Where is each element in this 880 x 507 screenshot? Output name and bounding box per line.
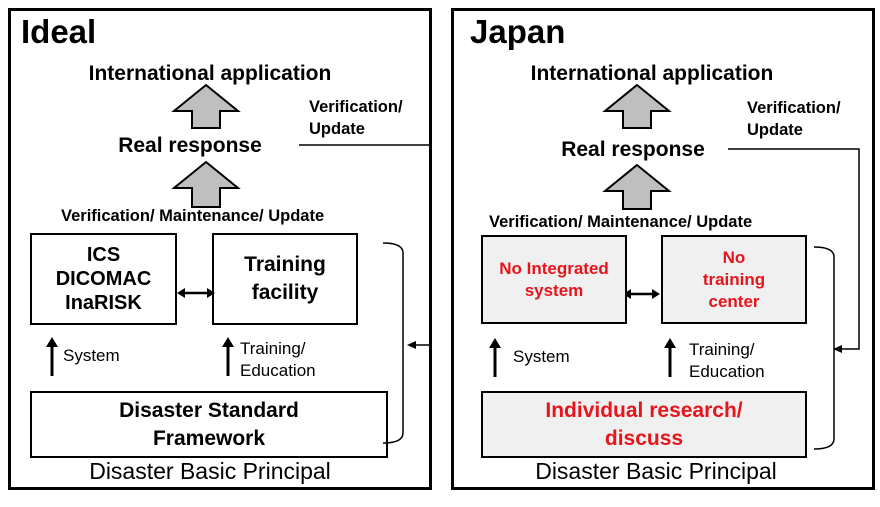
- japan-individual-research-box: Individual research/ discuss: [481, 391, 807, 458]
- ideal-verification-update: Verification/ Update: [309, 98, 403, 138]
- japan-verification-maintenance-update: Verification/ Maintenance/ Update: [489, 213, 753, 231]
- japan-feedback-arrowhead: [833, 345, 842, 353]
- japan-verification-update: Verification/ Update: [747, 99, 841, 139]
- japan-arrows: [489, 83, 860, 450]
- japan-heading: Japan: [470, 13, 566, 50]
- japan-international-application: International application: [530, 62, 774, 85]
- ideal-framework-box: Disaster Standard Framework: [30, 391, 388, 458]
- ideal-verification-maintenance-update: Verification/ Maintenance/ Update: [61, 207, 325, 225]
- japan-real-response: Real response: [561, 138, 705, 161]
- japan-basic-principal: Disaster Basic Principal: [535, 458, 777, 484]
- ideal-system-label: System: [63, 346, 120, 365]
- ideal-system-box: ICS DICOMAC InaRISK: [30, 233, 177, 325]
- ideal-real-response: Real response: [118, 134, 262, 157]
- ideal-up-arrow-middle: [171, 160, 241, 208]
- ideal-feedback-line: [299, 144, 432, 346]
- japan-no-integrated-system-box: No Integrated system: [481, 235, 627, 324]
- japan-training-label: Training/ Education: [689, 340, 765, 381]
- japan-bracket: [813, 246, 835, 450]
- ideal-feedback-arrowhead: [407, 341, 416, 349]
- ideal-training-label: Training/ Education: [240, 339, 316, 380]
- japan-feedback-line: [728, 148, 860, 350]
- ideal-arrows: [46, 83, 432, 444]
- ideal-training-box: Training facility: [212, 233, 358, 325]
- ideal-panel: Ideal International application Real res…: [8, 8, 432, 490]
- ideal-international-application: International application: [88, 62, 332, 85]
- ideal-basic-principal: Disaster Basic Principal: [89, 458, 331, 484]
- ideal-heading: Ideal: [21, 13, 97, 50]
- japan-up-arrow-middle: [602, 163, 672, 210]
- japan-no-training-center-box: No training center: [661, 235, 807, 324]
- ideal-bracket: [382, 242, 404, 444]
- japan-up-arrow-top: [602, 83, 672, 129]
- japan-panel: Japan International application Real res…: [451, 8, 875, 490]
- japan-system-label: System: [513, 347, 570, 366]
- ideal-up-arrow-top: [171, 83, 241, 129]
